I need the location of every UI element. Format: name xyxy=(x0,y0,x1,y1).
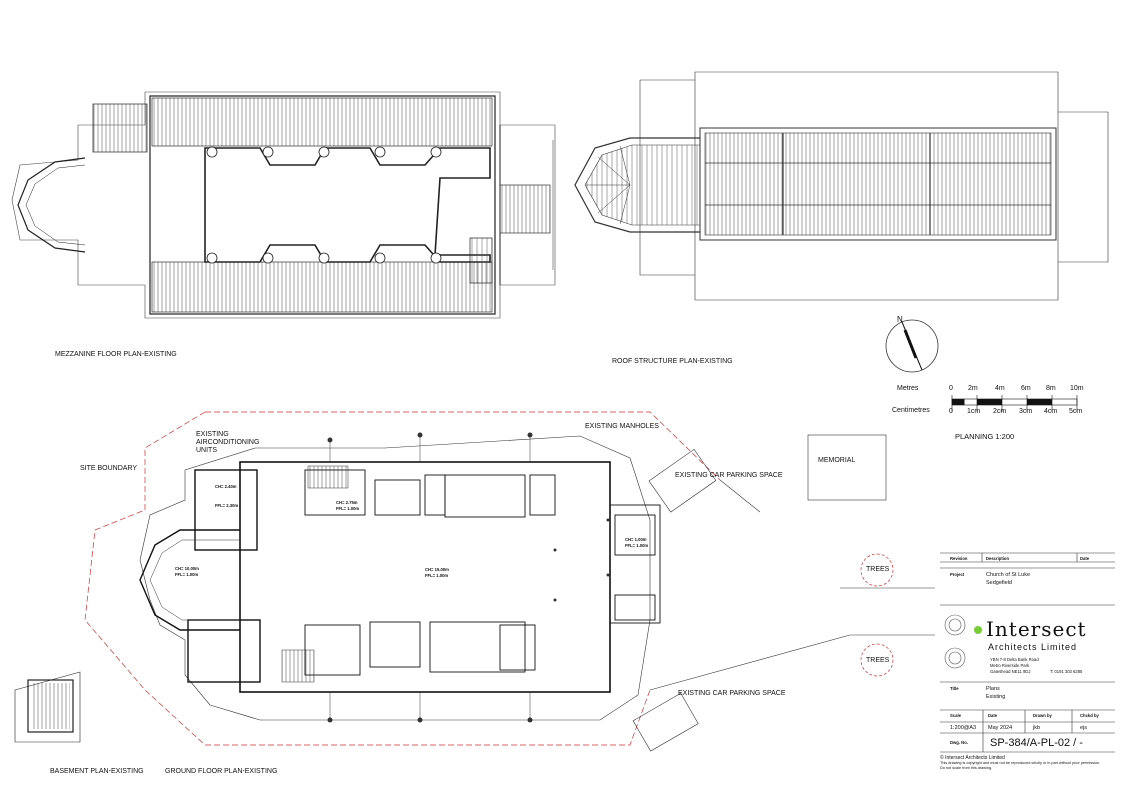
tb-date-value-header: Date xyxy=(988,713,998,718)
accreditation-seals xyxy=(944,614,982,669)
ground-plan-label: GROUND FLOOR PLAN-EXISTING xyxy=(165,768,278,775)
tb-copyright-3: Do not scale from this drawing. xyxy=(940,766,993,770)
tb-dwg-header: Dwg. No. xyxy=(950,740,968,745)
tb-title-line-1: Plans xyxy=(986,686,1000,692)
cm-tick-1: 1cm xyxy=(967,408,981,415)
cm-tick-5: 5cm xyxy=(1069,408,1083,415)
parking-bottom-label: EXISTING CAR PARKING SPACE xyxy=(678,690,786,697)
title-block-frame xyxy=(940,552,1115,753)
scale-bar xyxy=(951,395,1078,412)
tb-address-2: Metro Riverside Park xyxy=(990,663,1030,668)
memorial-label: MEMORIAL xyxy=(818,457,856,464)
room-tag-ffl-apse: FFL= 1.00m xyxy=(175,572,199,577)
cm-tick-2: 2cm xyxy=(993,408,1007,415)
roof-plan xyxy=(574,71,1109,301)
room-tag-ffl-room: FFL= 1.00m xyxy=(336,506,360,511)
mezzanine-plan-label: MEZZANINE FLOOR PLAN-EXISTING xyxy=(55,351,177,358)
roof-plan-label: ROOF STRUCTURE PLAN-EXISTING xyxy=(612,358,733,365)
metre-tick-4: 8m xyxy=(1046,385,1056,392)
parking-top-label: EXISTING CAR PARKING SPACE xyxy=(675,472,783,479)
tb-drawn-value: jkb xyxy=(1033,725,1041,731)
tb-address-1: YBN 7-8 Delta Bank Road xyxy=(990,657,1039,662)
tb-drawn-header: Drawn by xyxy=(1033,713,1052,718)
cm-tick-0: 0 xyxy=(949,408,953,415)
cm-tick-3: 3cm xyxy=(1019,408,1033,415)
tb-project-line-2: Sedgefield xyxy=(986,580,1012,586)
company-logo-name: Intersect xyxy=(986,617,1087,641)
tb-copyright-2: This drawing is copyright and must not b… xyxy=(940,761,1101,765)
metres-label: Metres xyxy=(897,385,919,392)
tb-dwg-number: SP-384/A-PL-02 / - xyxy=(990,737,1083,749)
tb-project-line-1: Church of St Luke xyxy=(986,572,1031,578)
room-tag-ffl-vestry: FFL= 2.30m xyxy=(215,503,239,508)
tree-circle-1 xyxy=(860,553,894,587)
basement-plan xyxy=(14,671,81,743)
memorial-outline xyxy=(807,434,887,501)
aircon-label-2: AIRCONDITIONING xyxy=(196,439,260,446)
north-label: N xyxy=(897,315,903,324)
cm-tick-4: 4cm xyxy=(1044,408,1058,415)
tb-phone: T: 0191 303 6285 xyxy=(1050,669,1083,674)
metre-tick-1: 2m xyxy=(968,385,978,392)
planning-scale-label: PLANNING 1:200 xyxy=(955,432,1015,441)
room-tag-ch-nave: CH= 15.00m xyxy=(425,567,449,572)
room-tag-ch-apse: CH= 10.00m xyxy=(175,566,199,571)
room-tag-ch-vestry: CH= 2.40m xyxy=(215,484,237,489)
mezzanine-plan xyxy=(11,91,556,319)
room-tag-ffl-nave: FFL= 1.00m xyxy=(425,573,449,578)
tb-address-3: Gateshead NE11 9DJ xyxy=(990,669,1031,674)
tb-title-line-2: Existing xyxy=(986,694,1006,700)
trees-label-1: TREES xyxy=(866,566,890,573)
tb-scale-header: Scale xyxy=(950,713,961,718)
room-tag-ch-porch: CH= 1.00m xyxy=(625,537,647,542)
tb-checked-header: Chckd by xyxy=(1080,713,1099,718)
aircon-label-3: UNITS xyxy=(196,447,217,454)
manholes-label: EXISTING MANHOLES xyxy=(585,423,659,430)
aircon-label-1: EXISTING xyxy=(196,431,229,438)
metre-tick-2: 4m xyxy=(995,385,1005,392)
trees-label-2: TREES xyxy=(866,657,890,664)
metre-tick-0: 0 xyxy=(949,385,953,392)
tb-title-header: Title xyxy=(950,686,959,691)
north-arrow xyxy=(885,319,939,373)
tb-copyright-1: © Intersect Architects Limited xyxy=(940,755,1005,761)
tb-revision-header: Revision xyxy=(950,556,968,561)
site-boundary-label: SITE BOUNDARY xyxy=(80,465,138,472)
tb-description-header: Description xyxy=(986,556,1010,561)
centimetres-label: Centimetres xyxy=(892,407,930,414)
ground-floor-plan xyxy=(84,411,935,752)
tree-circle-2 xyxy=(860,643,894,677)
tb-project-header: Project xyxy=(950,572,965,577)
tb-date-value: May 2024 xyxy=(988,725,1013,731)
room-tag-ffl-porch: FFL= 1.00m xyxy=(625,543,649,548)
metre-tick-3: 6m xyxy=(1021,385,1031,392)
tb-date-header: Date xyxy=(1080,556,1090,561)
tb-scale-value: 1:200@A3 xyxy=(950,725,977,731)
metre-tick-5: 10m xyxy=(1070,385,1084,392)
basement-plan-label: BASEMENT PLAN-EXISTING xyxy=(50,768,144,775)
room-tag-ch-room: CH= 2.75m xyxy=(336,500,358,505)
tb-checked-value: ejs xyxy=(1080,725,1088,731)
company-logo-subtitle: Architects Limited xyxy=(988,642,1078,652)
